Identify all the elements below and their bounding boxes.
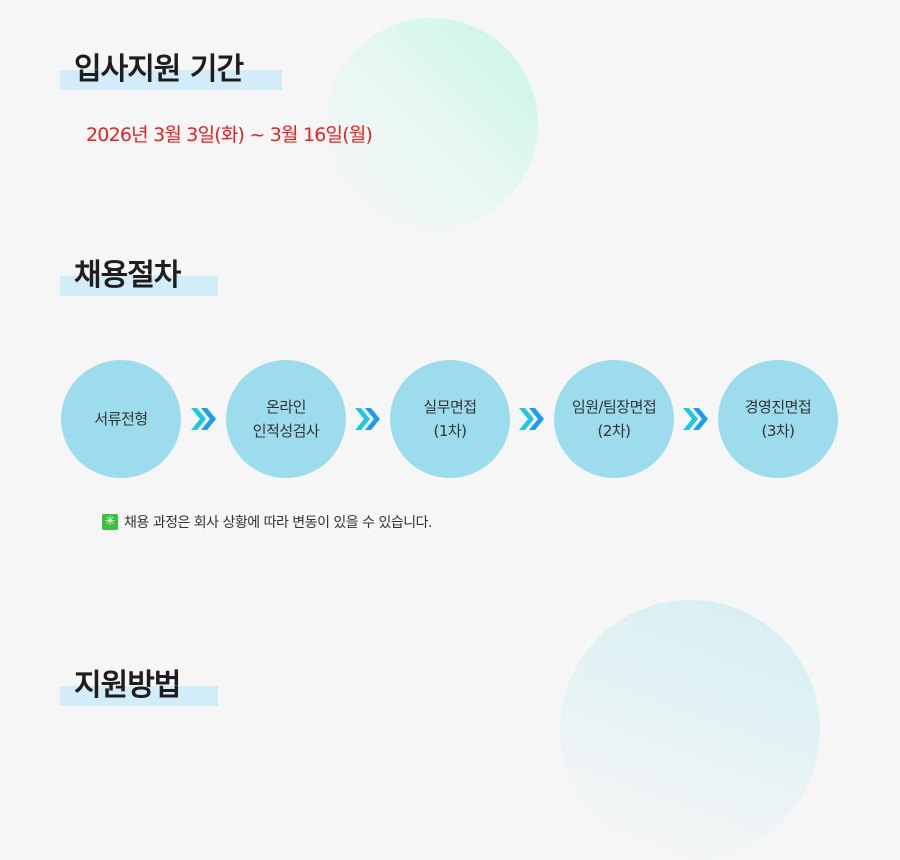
asterisk-icon: ✳ <box>102 514 118 530</box>
double-chevron-right-icon <box>519 408 544 430</box>
double-chevron-right-icon <box>683 408 708 430</box>
process-step: 서류전형 <box>61 360 181 478</box>
process-step: 임원/팀장면접(2차) <box>554 360 674 478</box>
process-step: 실무면접(1차) <box>390 360 510 478</box>
double-chevron-right-icon <box>355 408 380 430</box>
process-note: ✳채용 과정은 회사 상황에 따라 변동이 있을 수 있습니다. <box>102 512 432 532</box>
process-step: 경영진면접(3차) <box>718 360 838 478</box>
double-chevron-right-icon <box>191 408 216 430</box>
decorative-circle <box>326 18 538 230</box>
section-heading-period: 입사지원 기간 <box>60 50 282 90</box>
application-period-date: 2026년 3월 3일(화) ~ 3월 16일(월) <box>86 124 373 146</box>
decorative-circle <box>560 600 820 860</box>
section-heading-method: 지원방법 <box>60 666 218 706</box>
section-heading-process: 채용절차 <box>60 256 218 296</box>
